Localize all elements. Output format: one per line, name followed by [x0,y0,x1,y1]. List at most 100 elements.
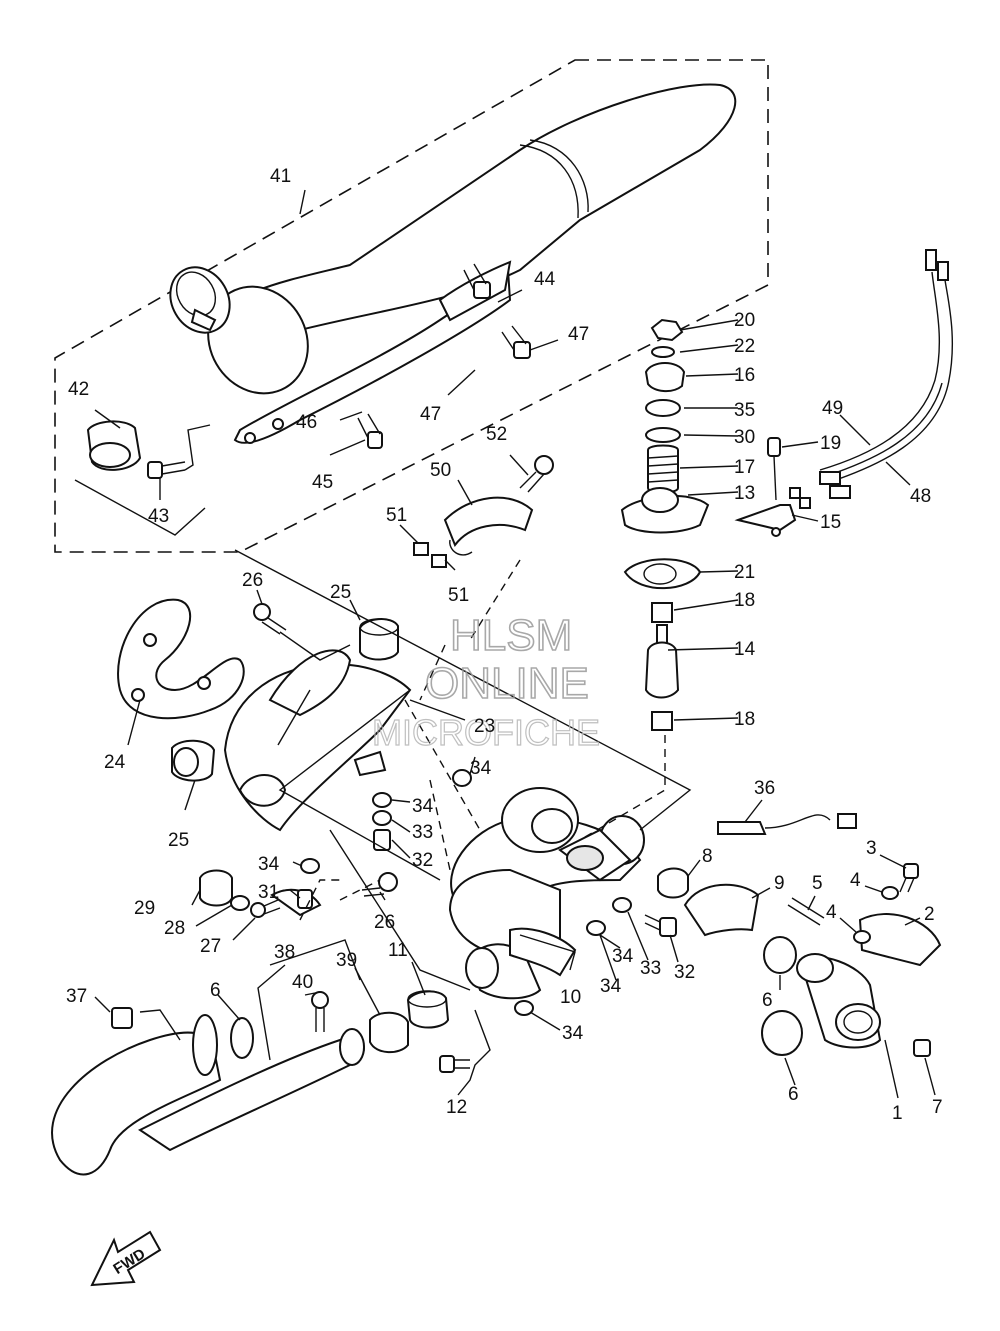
protector-9 [683,883,760,937]
callout-13: 13 [734,483,755,504]
callout-41: 41 [270,166,291,187]
callout-5: 5 [812,873,823,894]
callout-46: 46 [296,412,317,433]
damper-51-a [413,542,429,556]
callout-11: 11 [388,940,408,961]
gasket-11 [406,990,450,1029]
sensor-36 [717,813,857,835]
washer-34-a [300,858,320,874]
washer-4-b [853,930,871,944]
damper-51-b [431,554,447,568]
washer-34-e [586,920,606,936]
callout-34-c: 34 [258,854,280,875]
valve-14 [644,624,680,699]
callout-4-b: 4 [826,902,837,923]
callout-32-b: 32 [674,962,695,983]
seal-35 [645,399,681,417]
callout-2: 2 [924,904,935,925]
pulley-16 [644,362,686,392]
gasket-39 [369,1011,409,1054]
callout-45: 45 [312,472,333,493]
protector-2 [858,913,942,967]
washer-34-d [514,1000,534,1016]
callout-26-b: 26 [374,912,395,933]
callout-50: 50 [430,460,451,481]
exhaust-pipe-38 [51,1014,365,1176]
gasket-6-c [230,1017,254,1059]
callout-10: 10 [560,987,581,1008]
protector-50 [443,496,534,556]
callout-14: 14 [734,639,756,660]
callout-labels: 41 42 43 44 45 46 47 47 52 50 51 51 26 2… [66,166,943,1124]
fwd-arrow: FWD [90,1230,162,1287]
washer-22 [651,346,675,358]
washer-34-b [372,792,392,808]
watermark-line-3: MICROFICHE [372,712,600,753]
callout-47-b: 47 [420,404,441,425]
watermark-line-2: ONLINE [425,659,589,708]
callout-33-a: 33 [412,822,433,843]
callout-23: 23 [474,716,495,737]
nut-37 [111,1007,133,1029]
callout-34-a: 34 [470,758,492,779]
callout-1: 1 [892,1103,903,1124]
callout-31: 31 [258,882,279,903]
callout-52: 52 [486,424,507,445]
callout-6-b: 6 [788,1084,799,1105]
callout-42: 42 [68,379,89,400]
callout-18-b: 18 [734,709,755,730]
bushing-18-b [651,711,673,731]
callout-34-d: 34 [612,946,634,967]
bolt-32-b [644,914,677,937]
callout-17: 17 [734,457,755,478]
bolt-3 [899,863,919,893]
bolt-31 [297,889,313,909]
watermark: HLSM ONLINE MICROFICHE [371,610,600,753]
callout-29: 29 [134,898,155,919]
bolt-26-a [253,603,287,635]
callout-34-f: 34 [562,1023,584,1044]
watermark-line-1: HLSM [450,611,572,660]
callout-33-b: 33 [640,958,661,979]
callout-21: 21 [734,562,755,583]
nut-20 [650,318,684,342]
callout-26-a: 26 [242,570,263,591]
callout-40: 40 [292,972,313,993]
bolt-12 [439,1055,470,1073]
washer-4-a [881,886,899,900]
bolt-40 [311,991,329,1032]
callout-18-a: 18 [734,590,755,611]
sleeve-25-b [171,739,216,782]
callout-25-a: 25 [330,582,351,603]
muffler-assembly-boundary [54,59,769,553]
callout-44: 44 [534,269,556,290]
bolt-19 [767,437,781,501]
bushing-18-a [651,602,673,623]
callout-3: 3 [866,838,877,859]
callout-37: 37 [66,986,87,1007]
callout-30: 30 [734,427,755,448]
callout-28: 28 [164,918,185,939]
housing-13 [620,487,710,534]
callout-25-b: 25 [168,830,189,851]
callout-19: 19 [820,433,841,454]
callout-48: 48 [910,486,931,507]
callout-20: 20 [734,310,755,331]
leader-lines [74,189,936,1099]
callout-43: 43 [148,506,169,527]
callout-51-a: 51 [386,505,407,526]
callout-16: 16 [734,365,755,386]
assembly-lines [234,549,692,991]
exhaust-pipe-1 [796,953,882,1049]
oring-30 [645,427,681,443]
callout-4-a: 4 [850,870,861,891]
callout-35: 35 [734,400,755,421]
callout-36: 36 [754,778,775,799]
callout-49: 49 [822,398,843,419]
callout-6-a: 6 [762,990,773,1011]
callout-8: 8 [702,846,713,867]
damper-29 [199,869,233,907]
callout-39: 39 [336,950,357,971]
callout-27: 27 [200,936,221,957]
callout-15: 15 [820,512,841,533]
